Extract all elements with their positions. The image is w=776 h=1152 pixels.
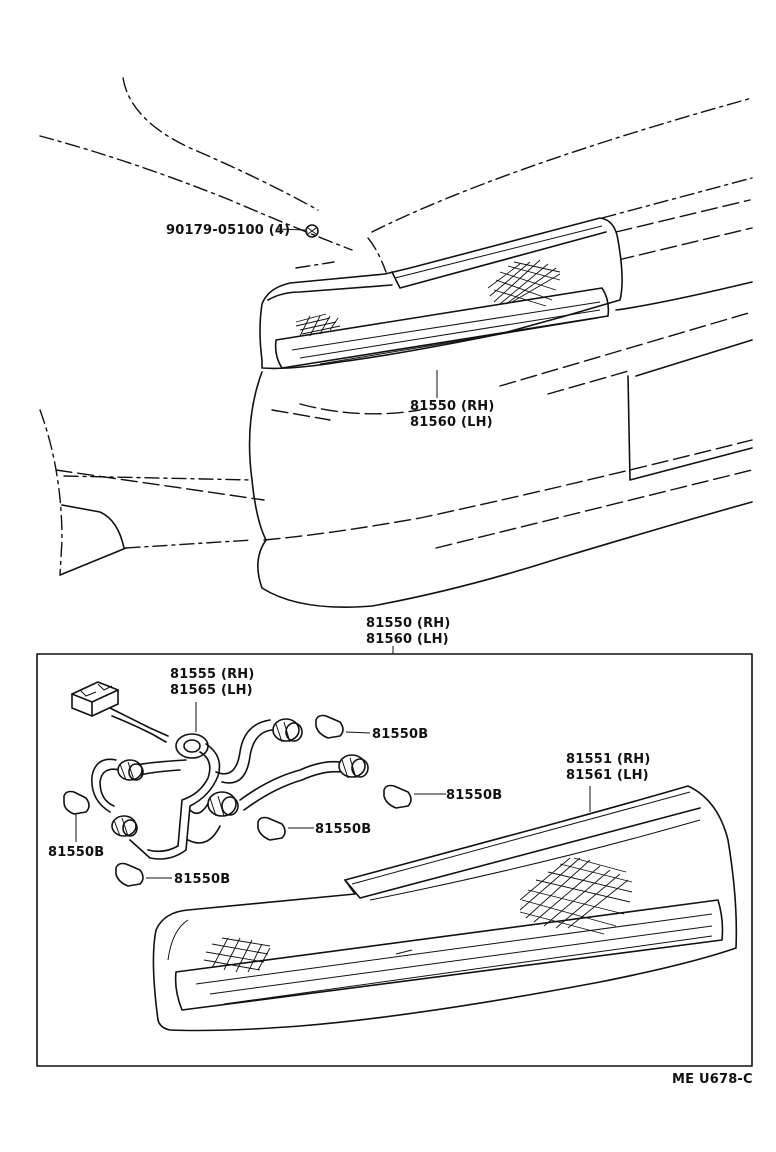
diagram-code: ME U678-C — [672, 1072, 753, 1087]
label-assy-lh: 81560 (LH) — [366, 632, 449, 647]
bulb — [257, 816, 314, 841]
car-rear-view — [39, 77, 753, 608]
label-socket-lh: 81565 (LH) — [170, 683, 253, 698]
socket — [338, 754, 369, 779]
bulb — [115, 862, 172, 887]
bulb — [383, 784, 446, 809]
label-lamp-lh: 81560 (LH) — [410, 415, 493, 430]
bulb — [315, 714, 371, 739]
exploded-view — [36, 646, 753, 1067]
label-bulb: 81550B — [174, 872, 230, 887]
label-lens-rh: 81551 (RH) — [566, 752, 651, 767]
label-lens-lh: 81561 (LH) — [566, 768, 649, 783]
label-bulb: 81550B — [48, 845, 104, 860]
exploded-view-frame — [36, 653, 753, 1067]
label-socket-rh: 81555 (RH) — [170, 667, 255, 682]
callout-labels: 90179-05100 (4) 81550 (RH) 81560 (LH) 81… — [48, 223, 753, 1087]
socket — [117, 759, 144, 781]
bulb — [63, 790, 90, 842]
label-screw: 90179-05100 (4) — [166, 223, 290, 238]
label-bulb: 81550B — [315, 822, 371, 837]
socket — [272, 718, 303, 743]
label-lamp-rh: 81550 (RH) — [410, 399, 495, 414]
label-bulb: 81550B — [446, 788, 502, 803]
label-assy-rh: 81550 (RH) — [366, 616, 451, 631]
label-bulb: 81550B — [372, 727, 428, 742]
socket — [111, 815, 138, 837]
socket — [207, 791, 239, 817]
